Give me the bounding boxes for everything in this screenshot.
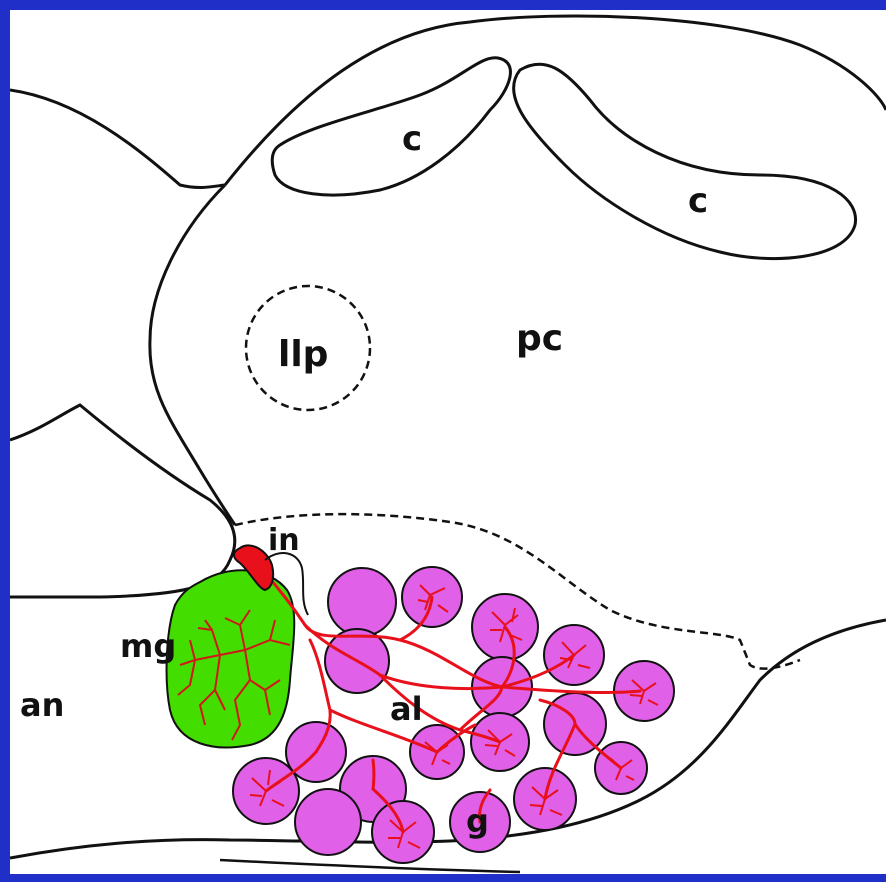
label-c-right: c xyxy=(688,181,708,221)
label-in: in xyxy=(268,523,300,558)
glomerulus xyxy=(295,789,361,855)
label-g: g xyxy=(466,802,489,840)
calyx-right-outline xyxy=(514,64,856,258)
label-c-upper: c xyxy=(402,119,422,159)
protocerebrum-outline xyxy=(225,16,886,185)
glomerulus xyxy=(328,568,396,636)
label-an: an xyxy=(20,686,64,724)
label-llp: llp xyxy=(278,334,328,375)
glomeruli xyxy=(233,567,674,863)
bottom-outline xyxy=(220,860,520,872)
upper-left-lobe-outline xyxy=(10,90,225,187)
label-mg: mg xyxy=(120,627,176,665)
antennal-nerve-outline xyxy=(10,405,235,597)
brain-section-diagram: c c llp pc in mg an al g xyxy=(10,10,886,874)
protocerebrum-left-outline xyxy=(150,185,235,525)
macroglomerulus xyxy=(167,570,295,747)
label-pc: pc xyxy=(516,318,563,359)
diagram-panel: c c llp pc in mg an al g xyxy=(10,10,886,874)
label-al: al xyxy=(390,690,423,728)
calyx-upper-outline xyxy=(272,58,510,195)
